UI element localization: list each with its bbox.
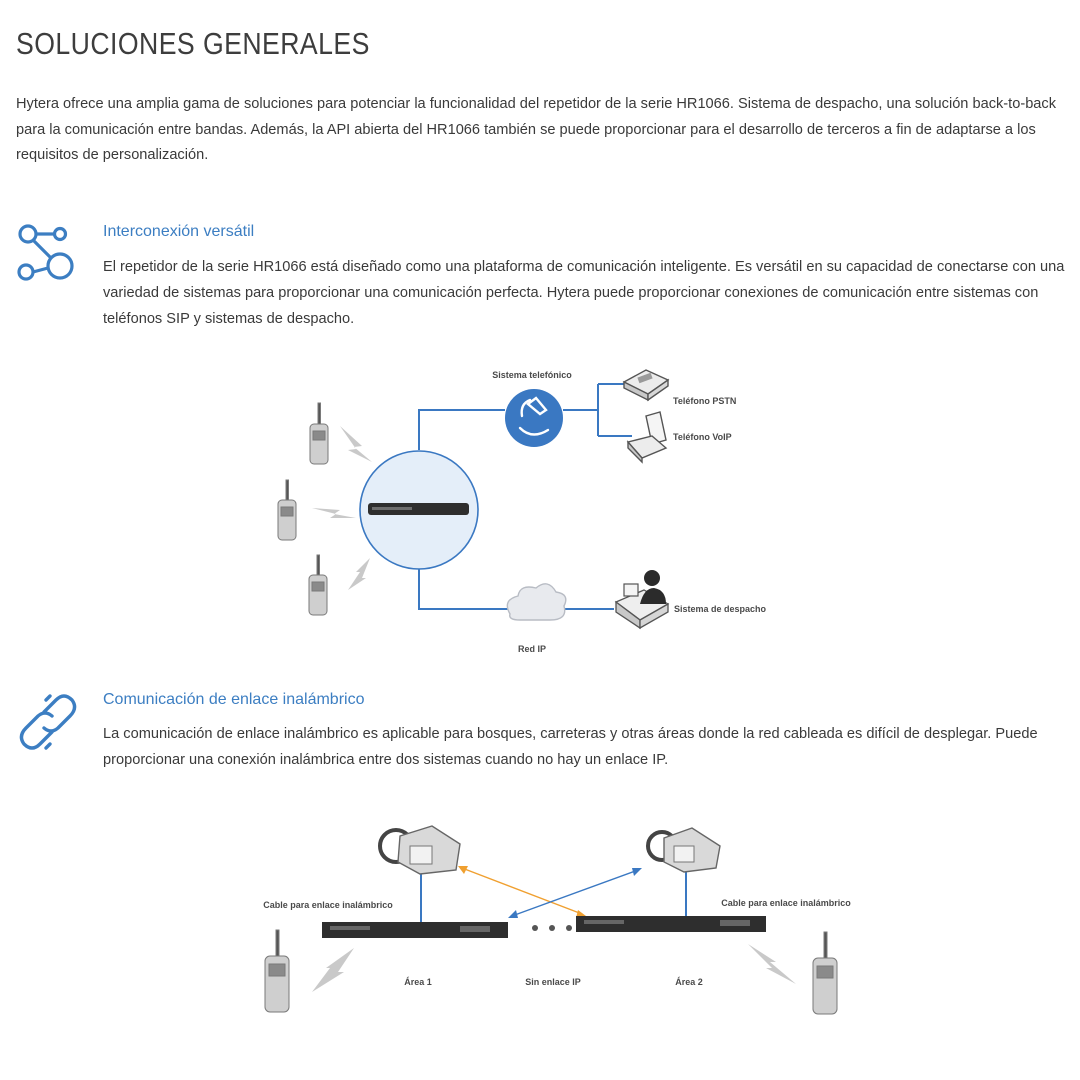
section-title-interconnection: Interconexión versátil <box>103 223 255 240</box>
label-cable-left: Cable para enlace inalámbrico <box>263 900 393 910</box>
label-pstn-phone: Teléfono PSTN <box>673 396 736 406</box>
repeater-rack-icon <box>576 916 766 932</box>
base-station-icon <box>378 825 461 875</box>
pstn-phone-icon <box>622 369 670 402</box>
label-dispatch-system: Sistema de despacho <box>674 604 767 614</box>
chain-link-icon <box>19 694 77 750</box>
telephone-system-icon <box>505 389 563 447</box>
repeater-rack-icon <box>322 922 508 938</box>
label-no-ip-link: Sin enlace IP <box>525 977 581 987</box>
intro-paragraph: Hytera ofrece una amplia gama de solucio… <box>16 96 1057 163</box>
signal-bolt-icon <box>312 426 372 590</box>
label-area-1: Área 1 <box>404 977 432 987</box>
section-body-interconnection: El repetidor de la serie HR1066 está dis… <box>103 259 1065 327</box>
repeater-hub <box>359 450 479 570</box>
section-body-wireless-link: La comunicación de enlace inalámbrico es… <box>103 726 1038 768</box>
label-telephone-system: Sistema telefónico <box>492 370 572 380</box>
dispatch-station-icon <box>614 570 670 630</box>
radio-icon <box>309 402 329 465</box>
ip-network-cloud-icon <box>506 583 567 621</box>
radio-icon <box>277 479 297 541</box>
label-ip-network: Red IP <box>518 644 546 654</box>
label-area-2: Área 2 <box>675 977 703 987</box>
page-title: SOLUCIONES GENERALES <box>16 26 370 61</box>
network-nodes-icon <box>17 224 74 281</box>
label-voip-phone: Teléfono VoIP <box>673 432 732 442</box>
voip-phone-icon <box>626 411 668 464</box>
label-cable-right: Cable para enlace inalámbrico <box>721 898 851 908</box>
radio-icon <box>812 931 838 1015</box>
signal-bolt-icon <box>312 944 796 992</box>
radio-icon <box>308 554 328 616</box>
section-title-wireless-link: Comunicación de enlace inalámbrico <box>103 691 365 708</box>
base-station-icon <box>646 827 721 873</box>
radio-icon <box>264 929 290 1013</box>
